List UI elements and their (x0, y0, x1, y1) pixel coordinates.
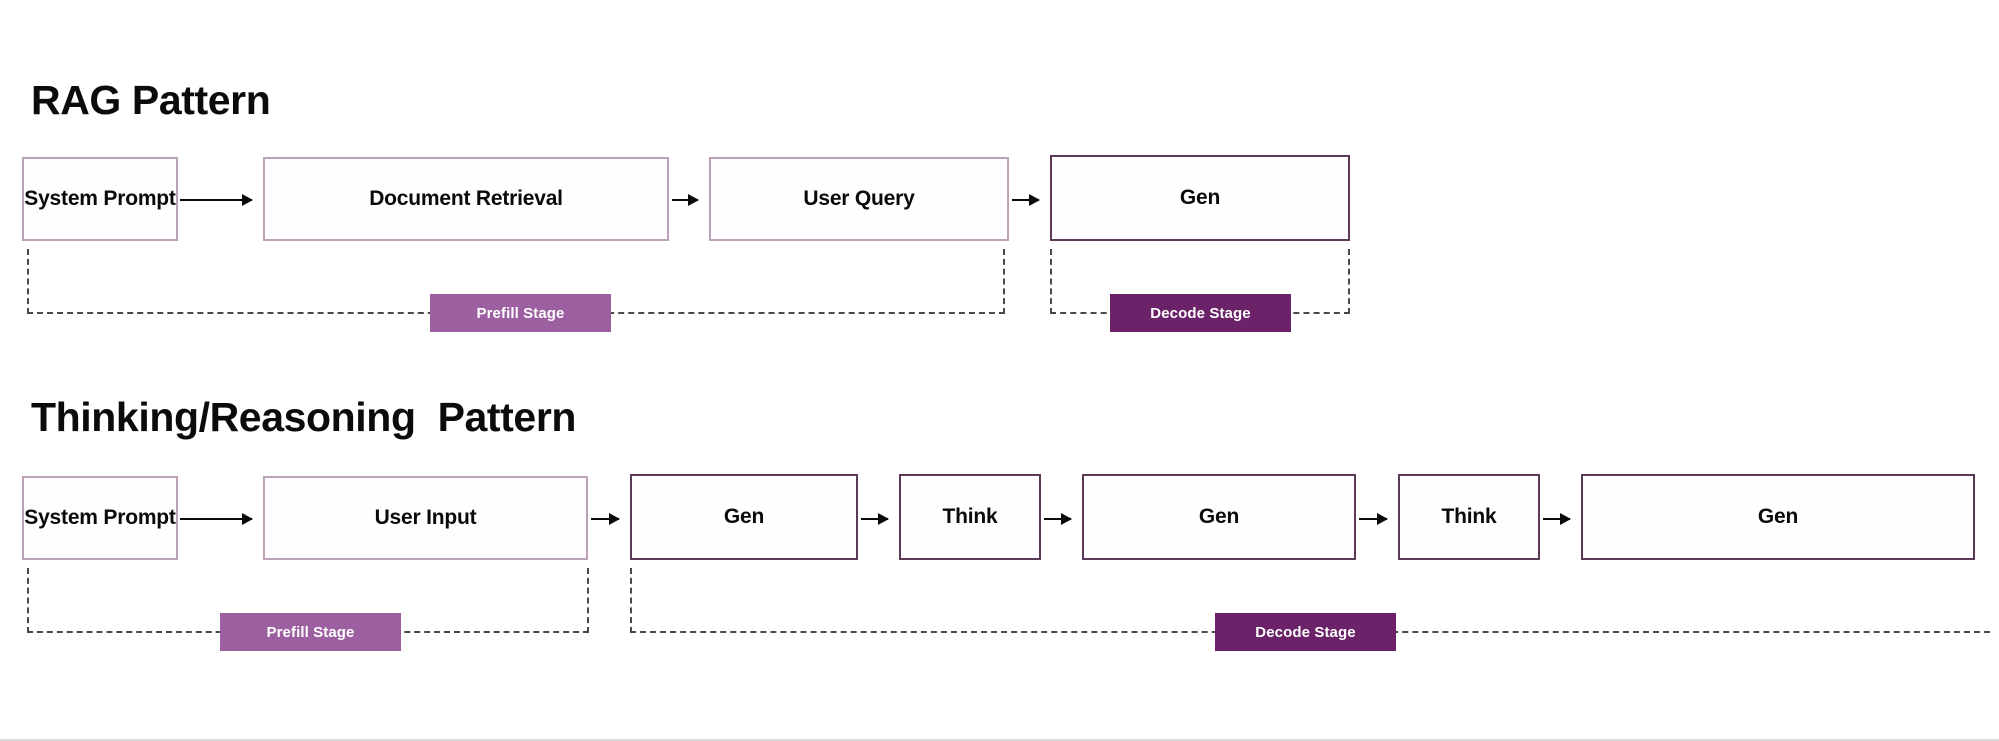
rag-stage-badge-decode[interactable]: Decode Stage (1110, 294, 1291, 332)
rag-stage-badge-decode-label: Decode Stage (1150, 304, 1251, 322)
rag-box-gen-label: Gen (1179, 186, 1221, 209)
think-box-system-prompt-label: System Prompt (24, 506, 176, 529)
section-title-rag: RAG Pattern (31, 77, 271, 123)
rag-box-document-retrieval-label: Document Retrieval (369, 187, 563, 210)
section-title-thinking: Thinking/Reasoning Pattern (31, 394, 577, 440)
think-box-think-1-label: Think (942, 505, 998, 528)
think-box-think-2-label: Think (1441, 505, 1497, 528)
think-arrow-6 (1543, 513, 1571, 525)
think-arrow-2 (591, 513, 620, 525)
think-stage-badge-decode-label: Decode Stage (1255, 623, 1356, 641)
think-box-user-input-label: User Input (374, 506, 477, 529)
think-box-gen-2[interactable]: Gen (1082, 474, 1356, 560)
rag-stage-badge-prefill[interactable]: Prefill Stage (430, 294, 611, 332)
rag-arrow-1 (180, 194, 253, 206)
rag-stage-badge-prefill-label: Prefill Stage (476, 304, 565, 322)
think-box-gen-2-label: Gen (1198, 505, 1240, 528)
think-box-gen-3-label: Gen (1757, 505, 1799, 528)
rag-box-document-retrieval[interactable]: Document Retrieval (263, 157, 669, 241)
think-box-gen-1-label: Gen (723, 505, 765, 528)
think-box-think-2[interactable]: Think (1398, 474, 1540, 560)
think-box-think-1[interactable]: Think (899, 474, 1041, 560)
rag-arrow-2 (672, 194, 699, 206)
think-box-gen-1[interactable]: Gen (630, 474, 858, 560)
think-stage-badge-prefill-label: Prefill Stage (266, 623, 355, 641)
rag-arrow-3 (1012, 194, 1040, 206)
rag-box-user-query[interactable]: User Query (709, 157, 1009, 241)
think-stage-badge-prefill[interactable]: Prefill Stage (220, 613, 401, 651)
think-box-user-input[interactable]: User Input (263, 476, 588, 560)
think-arrow-3 (861, 513, 889, 525)
rag-box-system-prompt[interactable]: System Prompt (22, 157, 178, 241)
think-arrow-1 (180, 513, 253, 525)
rag-box-gen[interactable]: Gen (1050, 155, 1350, 241)
think-arrow-5 (1359, 513, 1388, 525)
rag-box-system-prompt-label: System Prompt (24, 187, 176, 210)
think-stage-badge-decode[interactable]: Decode Stage (1215, 613, 1396, 651)
think-box-gen-3[interactable]: Gen (1581, 474, 1975, 560)
rag-box-user-query-label: User Query (803, 187, 915, 210)
think-arrow-4 (1044, 513, 1072, 525)
think-box-system-prompt[interactable]: System Prompt (22, 476, 178, 560)
